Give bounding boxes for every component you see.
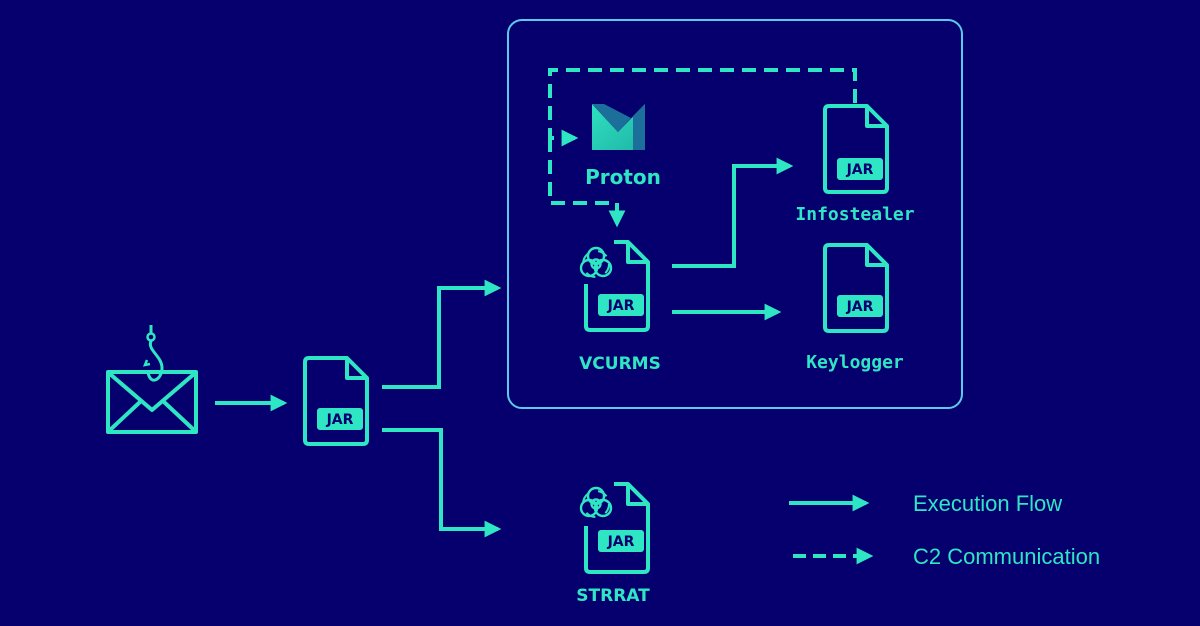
- strrat-biohazard-icon: [579, 486, 613, 519]
- c2-dashed-line-proton-to-vcurms: [548, 138, 626, 228]
- vcurms-jar-file-icon: JAR: [584, 240, 650, 332]
- arrow-vcurms-to-infostealer: [672, 157, 794, 268]
- legend-execution-flow-label: Execution Flow: [913, 491, 1062, 516]
- keylogger-jar-file-icon: JAR: [823, 243, 889, 333]
- vcurms-biohazard-icon: [579, 246, 613, 279]
- vcurms-label: VCURMS: [579, 354, 661, 374]
- strrat-label: STRRAT: [576, 586, 650, 606]
- infostealer-label: Infostealer: [795, 204, 914, 225]
- keylogger-label: Keylogger: [806, 352, 904, 373]
- phishing-email-icon: [106, 325, 198, 434]
- keylogger-jar-badge: JAR: [846, 299, 874, 315]
- legend: Execution Flow C2 Communication: [789, 491, 1100, 569]
- arrow-dropper-to-strrat: [382, 428, 502, 538]
- dropper-jar-file-icon: JAR: [303, 356, 369, 446]
- infostealer-jar-badge: JAR: [846, 162, 874, 178]
- infostealer-jar-file-icon: JAR: [823, 104, 889, 194]
- strrat-jar-badge: JAR: [607, 534, 635, 550]
- vcurms-container-box: [507, 19, 963, 409]
- dropper-jar-badge: JAR: [326, 412, 354, 428]
- c2-dashed-line-infostealer-to-proton: [548, 68, 857, 147]
- strrat-jar-file-icon: JAR: [584, 482, 650, 574]
- vcurms-jar-badge: JAR: [607, 298, 635, 314]
- arrow-dropper-to-vcurms: [382, 279, 502, 389]
- legend-c2-communication-label: C2 Communication: [913, 544, 1100, 569]
- proton-label: Proton: [585, 165, 661, 189]
- proton-mail-logo: [592, 104, 645, 150]
